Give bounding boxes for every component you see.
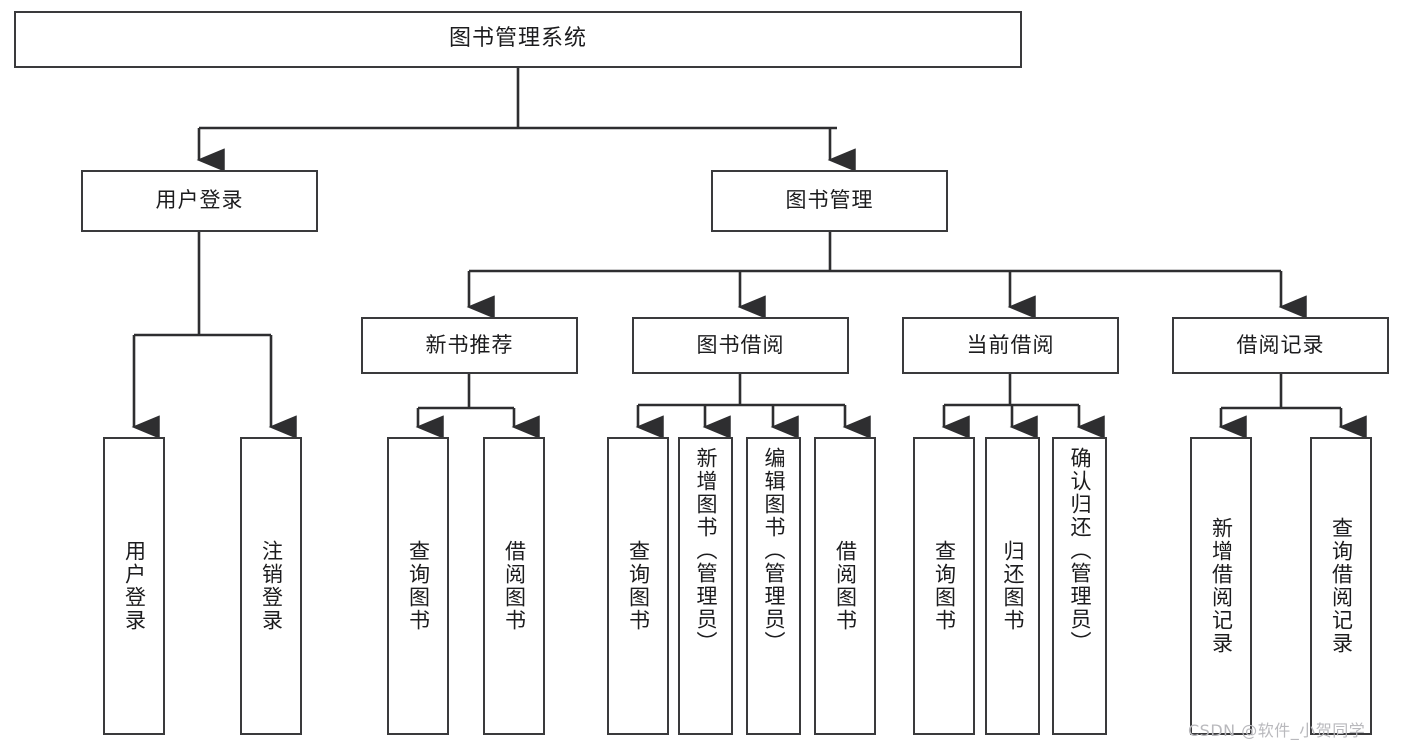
leaf-confirm-return-admin[interactable]: 确认归还（管理员） [1052,437,1107,735]
node-new-book-recommend[interactable]: 新书推荐 [361,317,578,374]
leaf-query-borrow-record-label: 查询借阅记录 [1329,517,1354,655]
leaf-add-borrow-record-label: 新增借阅记录 [1209,517,1234,655]
leaf-query-book-recommend-label: 查询图书 [406,540,431,632]
node-root-label: 图书管理系统 [448,26,587,52]
leaf-borrow-book[interactable]: 借阅图书 [814,437,876,735]
leaf-query-book-current-label: 查询图书 [932,540,957,632]
leaf-return-book[interactable]: 归还图书 [985,437,1040,735]
leaf-borrow-book-label: 借阅图书 [833,540,858,632]
node-current-borrow-label: 当前借阅 [966,332,1055,357]
leaf-query-book-borrow-label: 查询图书 [626,540,651,632]
leaf-borrow-book-recommend-label: 借阅图书 [502,540,527,632]
leaf-confirm-return-admin-label: 确认归还（管理员） [1067,447,1092,654]
node-root[interactable]: 图书管理系统 [14,11,1022,68]
leaf-query-book-borrow[interactable]: 查询图书 [607,437,669,735]
leaf-edit-book-admin-label: 编辑图书（管理员） [761,447,786,654]
leaf-add-book-admin[interactable]: 新增图书（管理员） [678,437,733,735]
node-book-borrow[interactable]: 图书借阅 [632,317,849,374]
node-user-login-label: 用户登录 [155,188,244,213]
leaf-query-book-current[interactable]: 查询图书 [913,437,975,735]
leaf-return-book-label: 归还图书 [1000,540,1025,632]
node-new-book-recommend-label: 新书推荐 [425,332,514,357]
node-book-borrow-label: 图书借阅 [696,332,785,357]
leaf-edit-book-admin[interactable]: 编辑图书（管理员） [746,437,801,735]
leaf-add-book-admin-label: 新增图书（管理员） [693,447,718,654]
leaf-query-borrow-record[interactable]: 查询借阅记录 [1310,437,1372,735]
leaf-user-login-label: 用户登录 [122,540,147,632]
csdn-watermark: CSDN @软件_小贺同学 [1188,721,1366,740]
leaf-logout-label: 注销登录 [259,540,284,632]
node-borrow-record[interactable]: 借阅记录 [1172,317,1389,374]
node-user-login[interactable]: 用户登录 [81,170,318,232]
node-current-borrow[interactable]: 当前借阅 [902,317,1119,374]
leaf-borrow-book-recommend[interactable]: 借阅图书 [483,437,545,735]
node-book-management[interactable]: 图书管理 [711,170,948,232]
leaf-logout[interactable]: 注销登录 [240,437,302,735]
leaf-user-login[interactable]: 用户登录 [103,437,165,735]
leaf-add-borrow-record[interactable]: 新增借阅记录 [1190,437,1252,735]
node-borrow-record-label: 借阅记录 [1236,332,1325,357]
node-book-management-label: 图书管理 [785,188,874,213]
leaf-query-book-recommend[interactable]: 查询图书 [387,437,449,735]
